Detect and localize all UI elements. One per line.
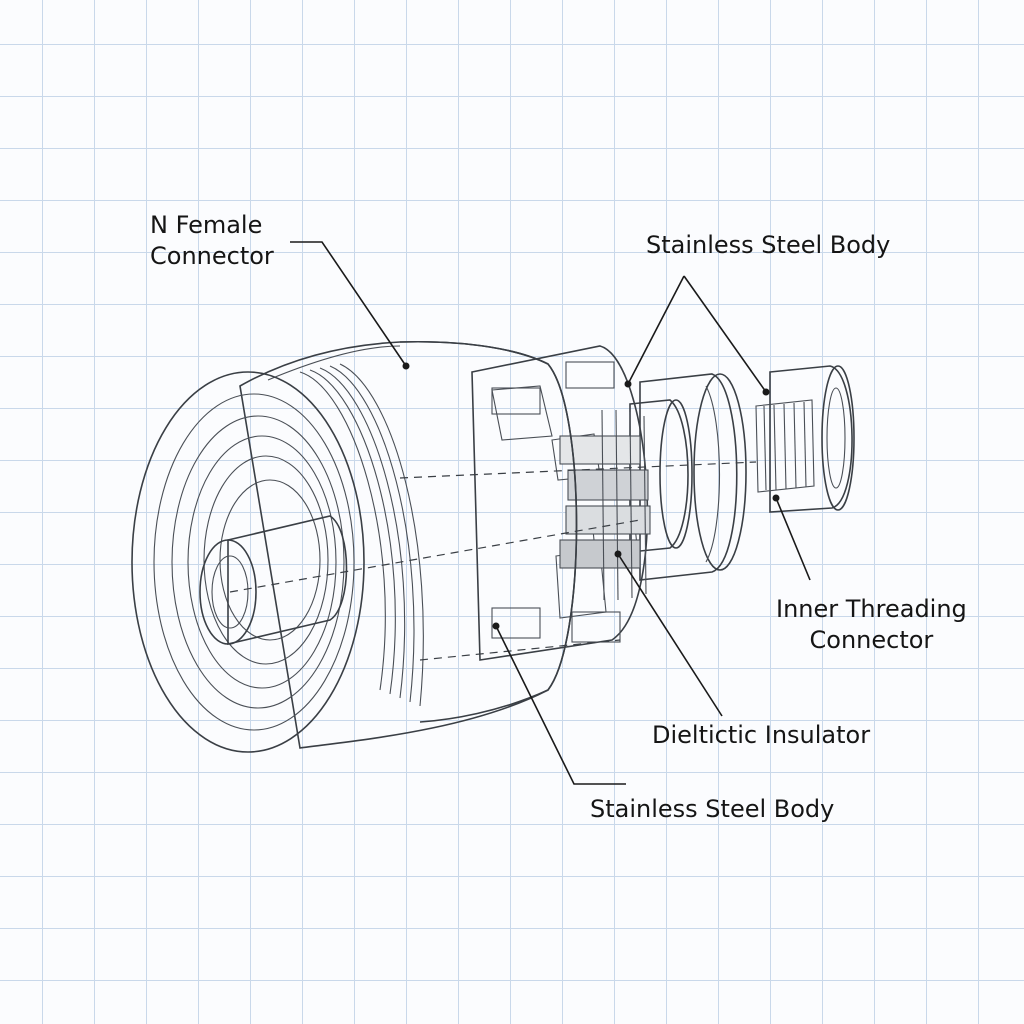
leader-lines <box>290 241 811 785</box>
leader-stainless-top <box>627 275 685 385</box>
front-face <box>131 371 365 753</box>
leader-dielectric <box>617 553 723 717</box>
label-stainless-steel-body-bottom: Stainless Steel Body <box>590 795 835 823</box>
label-n-female-line2: Connector <box>150 242 274 270</box>
middle-collar <box>639 373 747 581</box>
label-inner-threading-line1: Inner Threading <box>776 595 967 623</box>
leader-n-female <box>290 241 407 367</box>
label-n-female-line1: N Female <box>150 211 263 239</box>
main-body-cylinder <box>239 340 578 749</box>
leader-stainless-bottom <box>495 625 626 785</box>
dielectric-insulator-ring <box>629 399 693 553</box>
gear-segment <box>471 345 651 661</box>
label-stainless-steel-body-top: Stainless Steel Body <box>646 231 891 259</box>
label-dielectric-insulator: Dieltictic Insulator <box>652 721 871 749</box>
leader-inner-threading <box>775 497 811 581</box>
label-inner-threading-line2: Connector <box>809 626 934 654</box>
label-inner-threading-connector: Inner Threading Connector <box>776 594 967 656</box>
label-n-female-connector: N Female Connector <box>150 210 274 272</box>
inner-threading-connector <box>755 365 855 513</box>
center-axis-lines <box>229 461 757 661</box>
